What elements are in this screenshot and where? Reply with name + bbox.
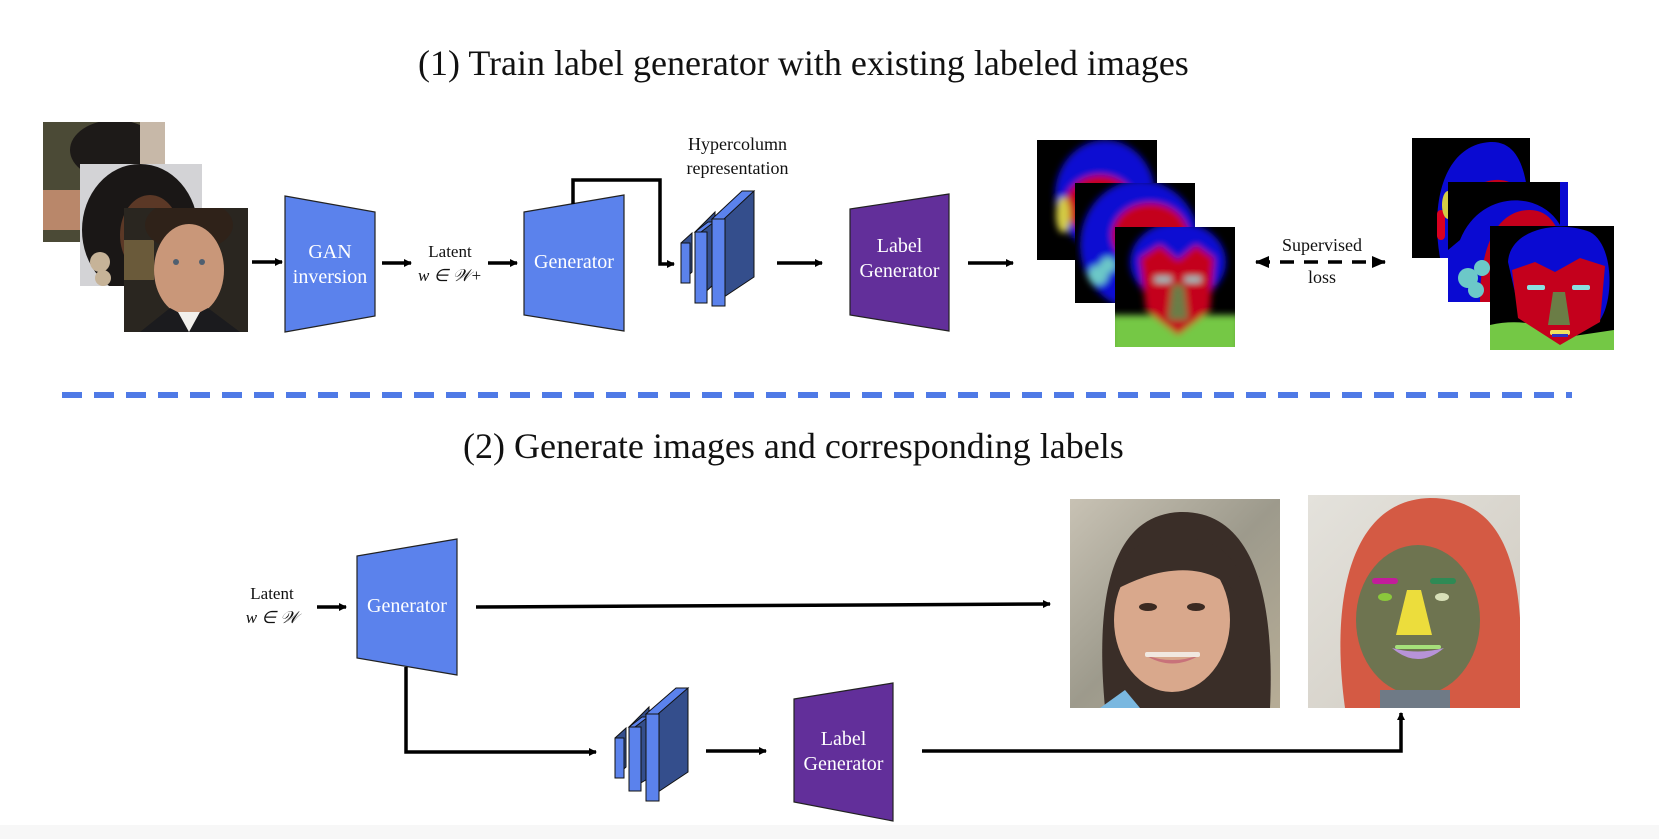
latent-label-1-line2: w ∈ 𝒲+ <box>418 266 482 285</box>
gan-inversion-block <box>284 195 376 333</box>
arrow-to-generated-image <box>475 600 1051 609</box>
generated-face-segmentation <box>1308 495 1520 708</box>
ground-truth-label-stack <box>1412 138 1614 350</box>
generator-label-1: Generator <box>534 251 614 273</box>
label-generator-label-1-line2: Generator <box>859 260 940 282</box>
generator-block <box>523 194 625 332</box>
predicted-label-stack <box>1037 140 1235 347</box>
supervised-loss-label: Supervised loss <box>1260 233 1384 289</box>
latent-label-2: Latent w ∈ 𝒲 <box>232 582 312 630</box>
gan-inversion-label: GAN inversion <box>285 240 375 290</box>
supervised-loss-label-line1: Supervised <box>1282 235 1362 255</box>
input-image-stack <box>43 122 248 332</box>
hypercolumn-label-line2: representation <box>686 158 789 178</box>
hypercolumn-tap-arrow <box>571 178 675 268</box>
hypercolumn-label-line1: Hypercolumn <box>688 134 787 154</box>
gan-inversion-label-line1: GAN <box>308 241 352 263</box>
section-1-title: (1) Train label generator with existing … <box>418 43 1189 83</box>
bottom-edge <box>0 825 1659 839</box>
label-generator-label-2-line1: Label <box>820 728 867 750</box>
label-generator-block-2 <box>793 682 894 822</box>
supervised-loss-label-line2: loss <box>1307 267 1336 287</box>
latent-label-2-line1: Latent <box>250 584 294 603</box>
predicted-segmentation <box>1115 227 1235 347</box>
hypercolumn-tap-arrow-2 <box>404 667 597 756</box>
label-generator-label-2-line2: Generator <box>803 753 884 775</box>
section-2-title: (2) Generate images and corresponding la… <box>463 426 1124 466</box>
generated-face-photo <box>1070 499 1280 708</box>
label-generator-label-1-line1: Label <box>876 235 923 257</box>
ground-truth-segmentation <box>1490 226 1614 350</box>
generator-block-2 <box>356 538 458 676</box>
label-generator-label-2: Label Generator <box>794 727 893 777</box>
latent-label-1-line1: Latent <box>428 242 472 261</box>
label-generator-block <box>849 193 950 332</box>
hypercolumn-stack-2 <box>614 687 690 802</box>
generator-label-2: Generator <box>367 595 447 617</box>
label-generator-label-1: Label Generator <box>850 234 949 284</box>
input-face-photo <box>124 208 248 332</box>
latent-label-2-line2: w ∈ 𝒲 <box>245 608 299 627</box>
latent-label-1: Latent w ∈ 𝒲+ <box>410 240 490 288</box>
hypercolumn-stack <box>680 190 756 307</box>
hypercolumn-label: Hypercolumn representation <box>650 132 825 180</box>
arrow-to-generated-label <box>922 712 1405 753</box>
gan-inversion-label-line2: inversion <box>292 266 368 288</box>
